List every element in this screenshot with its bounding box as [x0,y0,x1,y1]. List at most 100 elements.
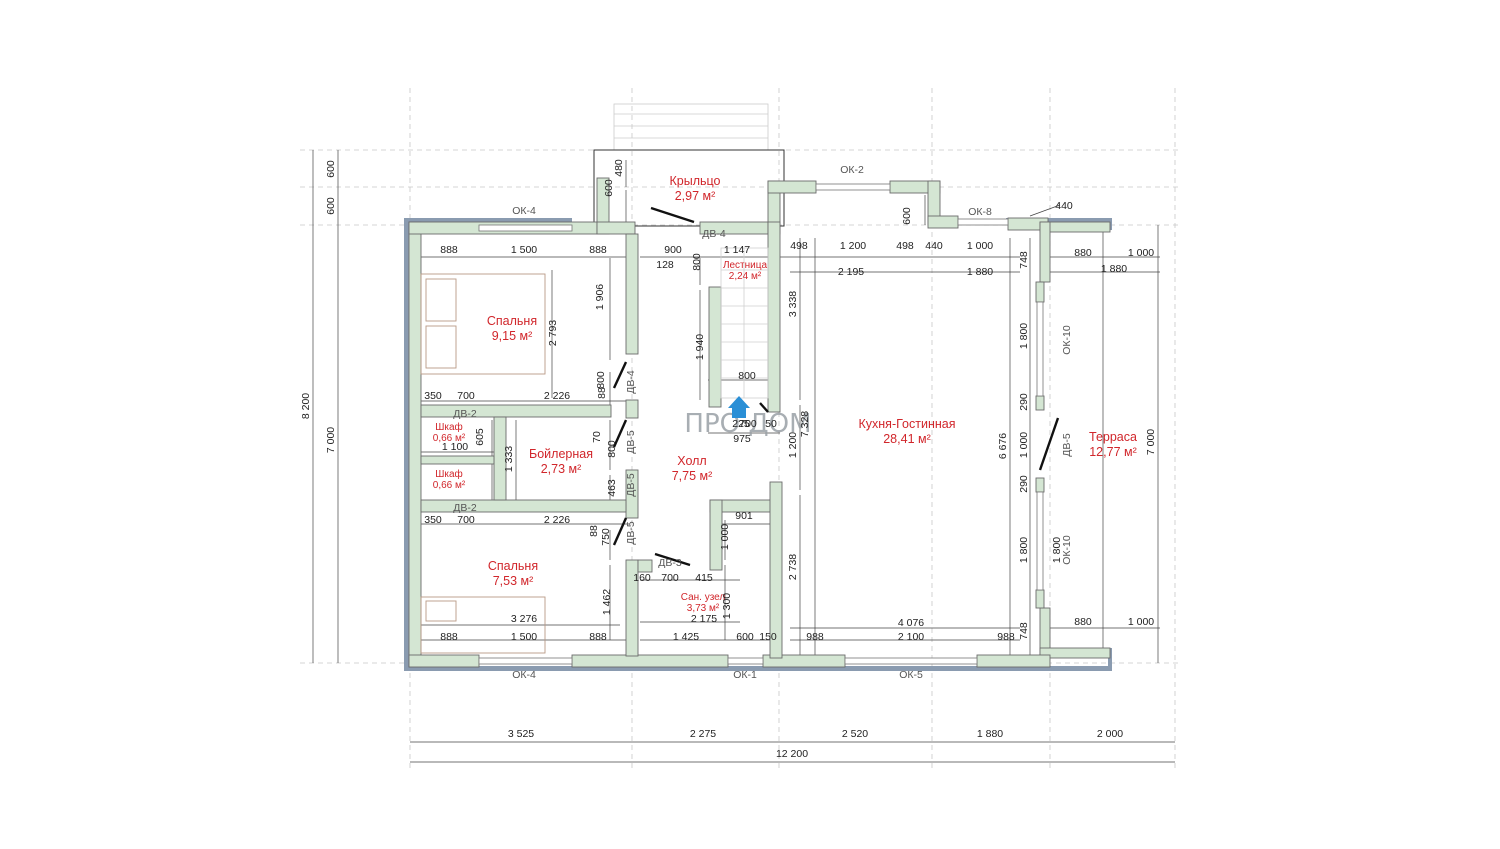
opening-tag: ОК-4 [512,205,536,217]
axis-dimension: 2 000 [1097,728,1123,740]
dimension-label: 888 [589,244,607,256]
room-name: Сан. узел [681,592,726,603]
dimension-label: 498 [896,240,914,252]
dimension-label: 975 [733,433,751,445]
opening-tag: ДВ-4 [625,370,637,394]
dimension-label: 415 [695,572,713,584]
dimension-label: 1 462 [601,589,613,615]
opening-tag: ОК-2 [840,164,864,176]
dimension-label: 1 940 [694,334,706,360]
opening-tag: ОК-8 [968,206,992,218]
room-area: 2,24 м² [729,271,762,282]
dimension-label: 2 195 [838,266,864,278]
room-name: Холл [677,454,706,468]
dimension-label: 2 226 [544,390,570,402]
dimension-label: 440 [925,240,943,252]
dimension-label: 128 [656,259,674,271]
opening-tag: ДВ-4 [702,228,726,240]
dimension-label: 888 [440,631,458,643]
dimension-label: 750 [600,528,612,546]
opening-tag: ОК-5 [899,669,923,681]
opening-tags: ОК-4ОК-2ОК-8ДВ-4ОК-10ДВ-5ДВ-2ДВ-4ДВ-5ДВ-… [453,164,1073,681]
dimension-label: 1 000 [1128,247,1154,259]
dimension-label: 1 880 [1101,263,1127,275]
dimension-label: 1 147 [724,244,750,256]
dimension-label: 888 [589,631,607,643]
room-name: Спальня [488,559,538,573]
dimension-label: 3 276 [511,613,537,625]
opening-tag: ДВ-5 [1061,433,1073,457]
dimension-label: 1 906 [594,284,606,310]
dimension-label: 748 [1018,251,1030,269]
room-area: 2,73 м² [541,462,582,476]
dimension-lines [312,150,1175,763]
dimension-label: 1 000 [967,240,993,252]
opening-tag: ДВ-5 [625,430,637,454]
dimension-label: 1 800 [1018,537,1030,563]
dimension-label: 290 [1018,475,1030,493]
left-dimension: 8 200 [300,393,312,419]
dimension-label: 600 [901,207,913,225]
dimension-label: 900 [664,244,682,256]
bed-lower [420,596,546,654]
dimension-label: 225 [732,418,750,430]
room-name: Спальня [487,314,537,328]
opening-tag: ДВ-5 [625,521,637,545]
opening-tag: ДВ-2 [453,502,477,514]
doors [612,206,1060,567]
dimension-label: 700 [457,514,475,526]
watermark-text: ПРО ДОМ [684,409,811,439]
stair-treads [720,247,769,399]
room-area: 3,73 м² [687,603,720,614]
dimension-label: 600 [603,179,615,197]
left-dimension: 600 [325,197,337,215]
dimension-label: 498 [790,240,808,252]
room-area: 0,66 м² [433,433,466,444]
dimension-label: 88 [596,387,608,399]
axis-dimension: 1 880 [977,728,1003,740]
dimension-label: 880 [1074,616,1092,628]
dimension-label: 160 [633,572,651,584]
dimension-label: 290 [1018,393,1030,411]
dimension-label: 1 100 [442,441,468,453]
room-name: Лестница [723,260,768,271]
room-name: Терраса [1089,430,1137,444]
dimension-label: 1 500 [511,631,537,643]
dimension-label: 605 [474,428,486,446]
watermark: ПРО ДОМ [684,396,812,439]
dimension-label: 7 000 [1145,429,1157,455]
walls [408,177,1111,668]
dimension-label: 748 [1018,622,1030,640]
dimension-label: 440 [1055,200,1073,212]
room-area: 12,77 м² [1089,445,1137,459]
dimension-label: 350 [424,514,442,526]
dimension-label: 1 333 [503,446,515,472]
house-logo-icon [728,396,750,418]
dimension-label: 88 [588,525,600,537]
dimension-label: 480 [613,159,625,177]
windows [478,183,1044,665]
dimension-label: 70 [591,431,603,443]
dimension-label: 700 [457,390,475,402]
dimension-label: 700 [739,418,757,430]
dimension-label: 6 676 [997,433,1009,459]
dimension-label: 1 500 [511,244,537,256]
dimension-label: 2 226 [544,514,570,526]
bed-upper [420,273,546,375]
dimension-label: 600 [736,631,754,643]
dimension-label: 988 [806,631,824,643]
dimension-label: 988 [997,631,1015,643]
opening-tag: ОК-1 [733,669,757,681]
dimension-label: 7 328 [799,411,811,437]
left-dimension: 600 [325,160,337,178]
dimension-label: 1 300 [721,593,733,619]
dimension-label: 800 [606,440,618,458]
room-name: Крыльцо [670,174,721,188]
overall-dimension: 12 200 [776,748,808,760]
room-area: 28,41 м² [883,432,931,446]
dimension-label: 4 076 [898,617,924,629]
room-name: Шкаф [435,468,463,480]
dimension-label: 463 [606,479,618,497]
dimension-label: 700 [661,572,679,584]
axis-dimension: 2 275 [690,728,716,740]
